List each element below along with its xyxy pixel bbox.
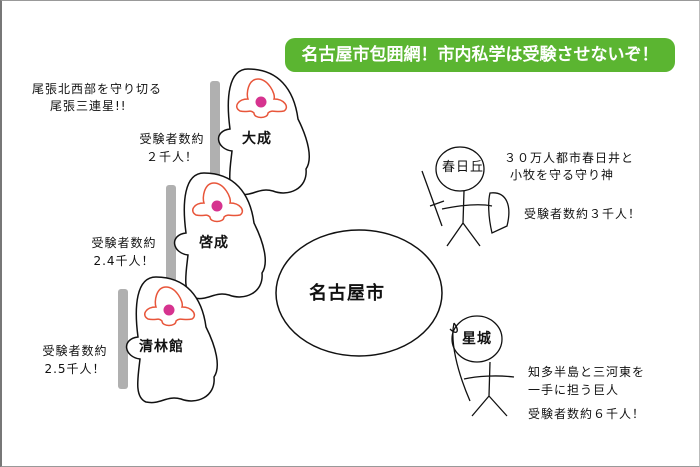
kasugaoka-name: 春日丘 <box>442 160 485 175</box>
seirinkan-stat-line1: 受験者数約 <box>42 344 108 358</box>
kasugaoka-figure <box>421 146 510 247</box>
seijo-name: 星城 <box>462 331 492 347</box>
owari-caption-line2: 尾張三連星!! <box>50 99 127 113</box>
keisei-stat-line2: 2.4千人！ <box>93 254 155 268</box>
nagoya-circle <box>275 229 443 357</box>
seijo-desc-line1: 知多半島と三河東を <box>528 365 646 379</box>
taisei-stat-line1: 受験者数約 <box>139 132 205 146</box>
page-title: 名古屋市包囲網！市内私学は受験させないぞ！ <box>285 38 675 72</box>
kasugaoka-desc-line2: 小牧を守る守り神 <box>510 168 615 182</box>
seirinkan-stat-line2: 2.5千人！ <box>44 362 106 376</box>
keisei-stat-line1: 受験者数約 <box>91 236 157 250</box>
school-name-keisei: 啓成 <box>199 235 229 251</box>
kasugaoka-stat: 受験者数約３千人！ <box>524 207 642 221</box>
center-label: 名古屋市 <box>309 283 385 304</box>
seijo-desc-line2: 一手に担う巨人 <box>528 383 620 397</box>
kasugaoka-desc-line1: ３０万人都市春日井と <box>504 151 635 165</box>
school-name-taisei: 大成 <box>242 131 272 147</box>
owari-caption-line1: 尾張北西部を守り切る <box>32 82 163 96</box>
seijo-stat: 受験者数約６千人！ <box>528 407 646 421</box>
school-name-seirinkan: 清林館 <box>139 339 184 355</box>
seijo-figure <box>449 315 515 417</box>
taisei-stat-line2: ２千人！ <box>145 150 198 164</box>
